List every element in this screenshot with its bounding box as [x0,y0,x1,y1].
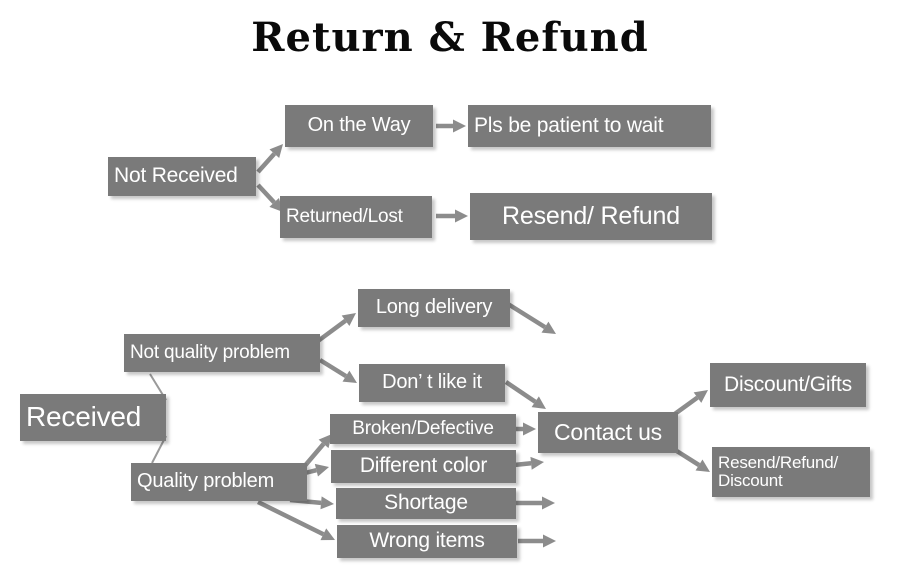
node-on-the-way[interactable]: On the Way [285,105,433,147]
node-not-quality-problem[interactable]: Not quality problem [124,334,320,372]
different-color-to-contact-us [513,456,544,470]
not-quality-problem-to-dont-like-it [318,358,357,383]
node-contact-us[interactable]: Contact us [538,412,678,453]
node-broken-defective[interactable]: Broken/Defective [330,414,516,444]
node-not-received[interactable]: Not Received [108,157,256,196]
on-the-way-to-pls-be-patient [436,119,466,133]
quality-problem-to-wrong-items [257,499,335,541]
not-received-to-on-the-way [256,144,283,174]
node-discount-gifts[interactable]: Discount/Gifts [710,363,866,407]
node-received[interactable]: Received [20,394,166,441]
page-title: Return & Refund [251,14,649,61]
not-quality-problem-to-long-delivery [316,313,356,343]
node-quality-problem[interactable]: Quality problem [131,463,307,501]
node-returned-lost[interactable]: Returned/Lost [280,196,432,238]
dont-like-it-to-contact-us [504,380,546,409]
wrong-items-to-contact-us [518,534,556,548]
node-long-delivery[interactable]: Long delivery [358,289,510,327]
node-resend-refund[interactable]: Resend/ Refund [470,193,712,240]
quality-problem-to-broken-defective [301,434,332,470]
node-wrong-items[interactable]: Wrong items [337,525,517,558]
long-delivery-to-contact-us [506,302,556,334]
node-dont-like-it[interactable]: Don’ t like it [359,364,505,402]
node-resend-refund-discount[interactable]: Resend/Refund/ Discount [712,447,870,497]
quality-problem-to-different-color [304,463,329,477]
broken-defective-to-contact-us [514,422,536,436]
node-shortage[interactable]: Shortage [336,488,516,519]
shortage-to-contact-us [516,496,555,510]
node-different-color[interactable]: Different color [331,450,516,483]
returned-lost-to-resend-refund [436,209,468,223]
node-pls-be-patient-to-wait[interactable]: Pls be patient to wait [468,105,711,147]
